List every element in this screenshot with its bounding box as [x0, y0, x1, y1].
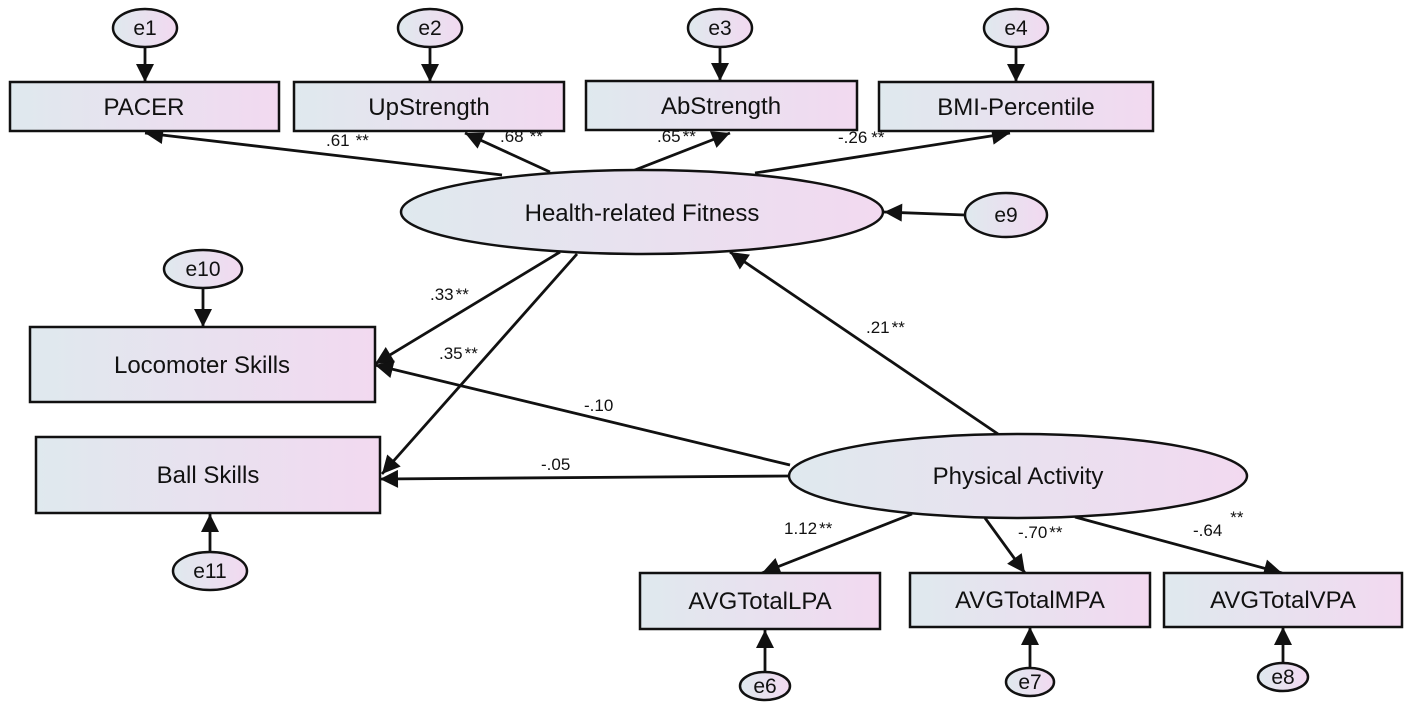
coef-mpa: -.70**: [1018, 523, 1063, 542]
path-activity-mpa: [983, 517, 1027, 574]
coefficient-labels: .61** .68** .65** -.26** .33** .35** .21…: [326, 127, 1244, 542]
node-pacer-label: PACER: [104, 94, 185, 121]
node-bmi: BMI-Percentile: [877, 80, 1155, 133]
path-e9-fitness: [883, 203, 966, 222]
node-pacer: PACER: [8, 80, 281, 133]
coef-upstrength: .68**: [500, 127, 543, 146]
node-activity: Physical Activity: [787, 432, 1249, 520]
error-e8-label: e8: [1271, 666, 1294, 689]
error-e1: e1: [111, 7, 179, 49]
node-fitness-label: Health-related Fitness: [525, 200, 760, 227]
path-activity-lpa: [761, 512, 913, 575]
error-e2: e2: [396, 7, 464, 49]
error-e2-label: e2: [418, 17, 441, 40]
node-lpa: AVGTotalLPA: [638, 571, 882, 631]
node-ball: Ball Skills: [34, 435, 382, 515]
path-fitness-bmi: [754, 126, 1011, 175]
node-vpa: AVGTotalVPA: [1162, 571, 1404, 629]
path-fitness-abstrength: [629, 131, 731, 174]
path-fitness-ball: [380, 253, 579, 475]
path-fitness-pacer: [144, 126, 503, 177]
latent-variables: Health-related Fitness Physical Activity: [399, 168, 1249, 520]
coef-pa-loco: -.10: [584, 396, 613, 415]
path-fitness-locomotor: [374, 250, 561, 366]
node-abstrength: AbStrength: [584, 79, 859, 132]
error-terms: e1 e2 e3 e4 e9 e10 e11 e6: [111, 7, 1310, 702]
node-locomotor: Locomoter Skills: [28, 325, 377, 404]
coef-fit-ball: .35**: [439, 344, 478, 363]
coef-vpa: -.64**: [1193, 508, 1244, 540]
node-vpa-label: AVGTotalVPA: [1210, 587, 1356, 614]
coef-fit-loco: .33**: [430, 285, 469, 304]
coef-pacer: .61**: [326, 131, 369, 150]
error-e7-label: e7: [1018, 671, 1041, 694]
error-e3-label: e3: [708, 17, 731, 40]
error-e11: e11: [171, 550, 249, 592]
node-mpa: AVGTotalMPA: [908, 571, 1152, 629]
coef-abstrength: .65**: [657, 127, 696, 146]
error-e9: e9: [963, 191, 1049, 239]
error-e6: e6: [738, 670, 792, 702]
node-ball-label: Ball Skills: [157, 462, 260, 489]
node-upstrength-label: UpStrength: [368, 94, 489, 121]
error-e1-label: e1: [133, 17, 156, 40]
coef-pa-fit: .21**: [866, 318, 905, 337]
error-e6-label: e6: [753, 675, 776, 698]
observed-variables: PACER UpStrength AbStrength BMI-Percenti…: [8, 79, 1404, 631]
error-e8: e8: [1256, 661, 1310, 693]
node-lpa-label: AVGTotalLPA: [688, 588, 831, 615]
path-activity-ball: [379, 469, 791, 488]
error-e10-label: e10: [185, 258, 220, 281]
coef-bmi: -.26**: [838, 128, 885, 147]
node-abstrength-label: AbStrength: [661, 93, 781, 120]
node-bmi-label: BMI-Percentile: [937, 94, 1094, 121]
coef-lpa: 1.12**: [784, 519, 833, 538]
path-activity-vpa: [1074, 515, 1283, 577]
node-locomotor-label: Locomoter Skills: [114, 352, 290, 379]
node-upstrength: UpStrength: [292, 80, 566, 133]
path-activity-locomotor: [374, 360, 791, 467]
error-e4: e4: [982, 7, 1050, 49]
path-fitness-upstrength: [464, 131, 551, 174]
error-e4-label: e4: [1004, 17, 1028, 40]
node-fitness: Health-related Fitness: [399, 168, 885, 256]
error-e3: e3: [686, 7, 754, 49]
node-activity-label: Physical Activity: [933, 463, 1104, 490]
error-e10: e10: [162, 248, 244, 290]
paths-layer: [136, 47, 1292, 673]
coef-pa-ball: -.05: [541, 455, 570, 474]
error-e7: e7: [1004, 666, 1056, 698]
node-mpa-label: AVGTotalMPA: [955, 587, 1105, 614]
error-e11-label: e11: [193, 560, 226, 583]
error-e9-label: e9: [994, 204, 1017, 227]
path-activity-fitness: [729, 250, 999, 436]
